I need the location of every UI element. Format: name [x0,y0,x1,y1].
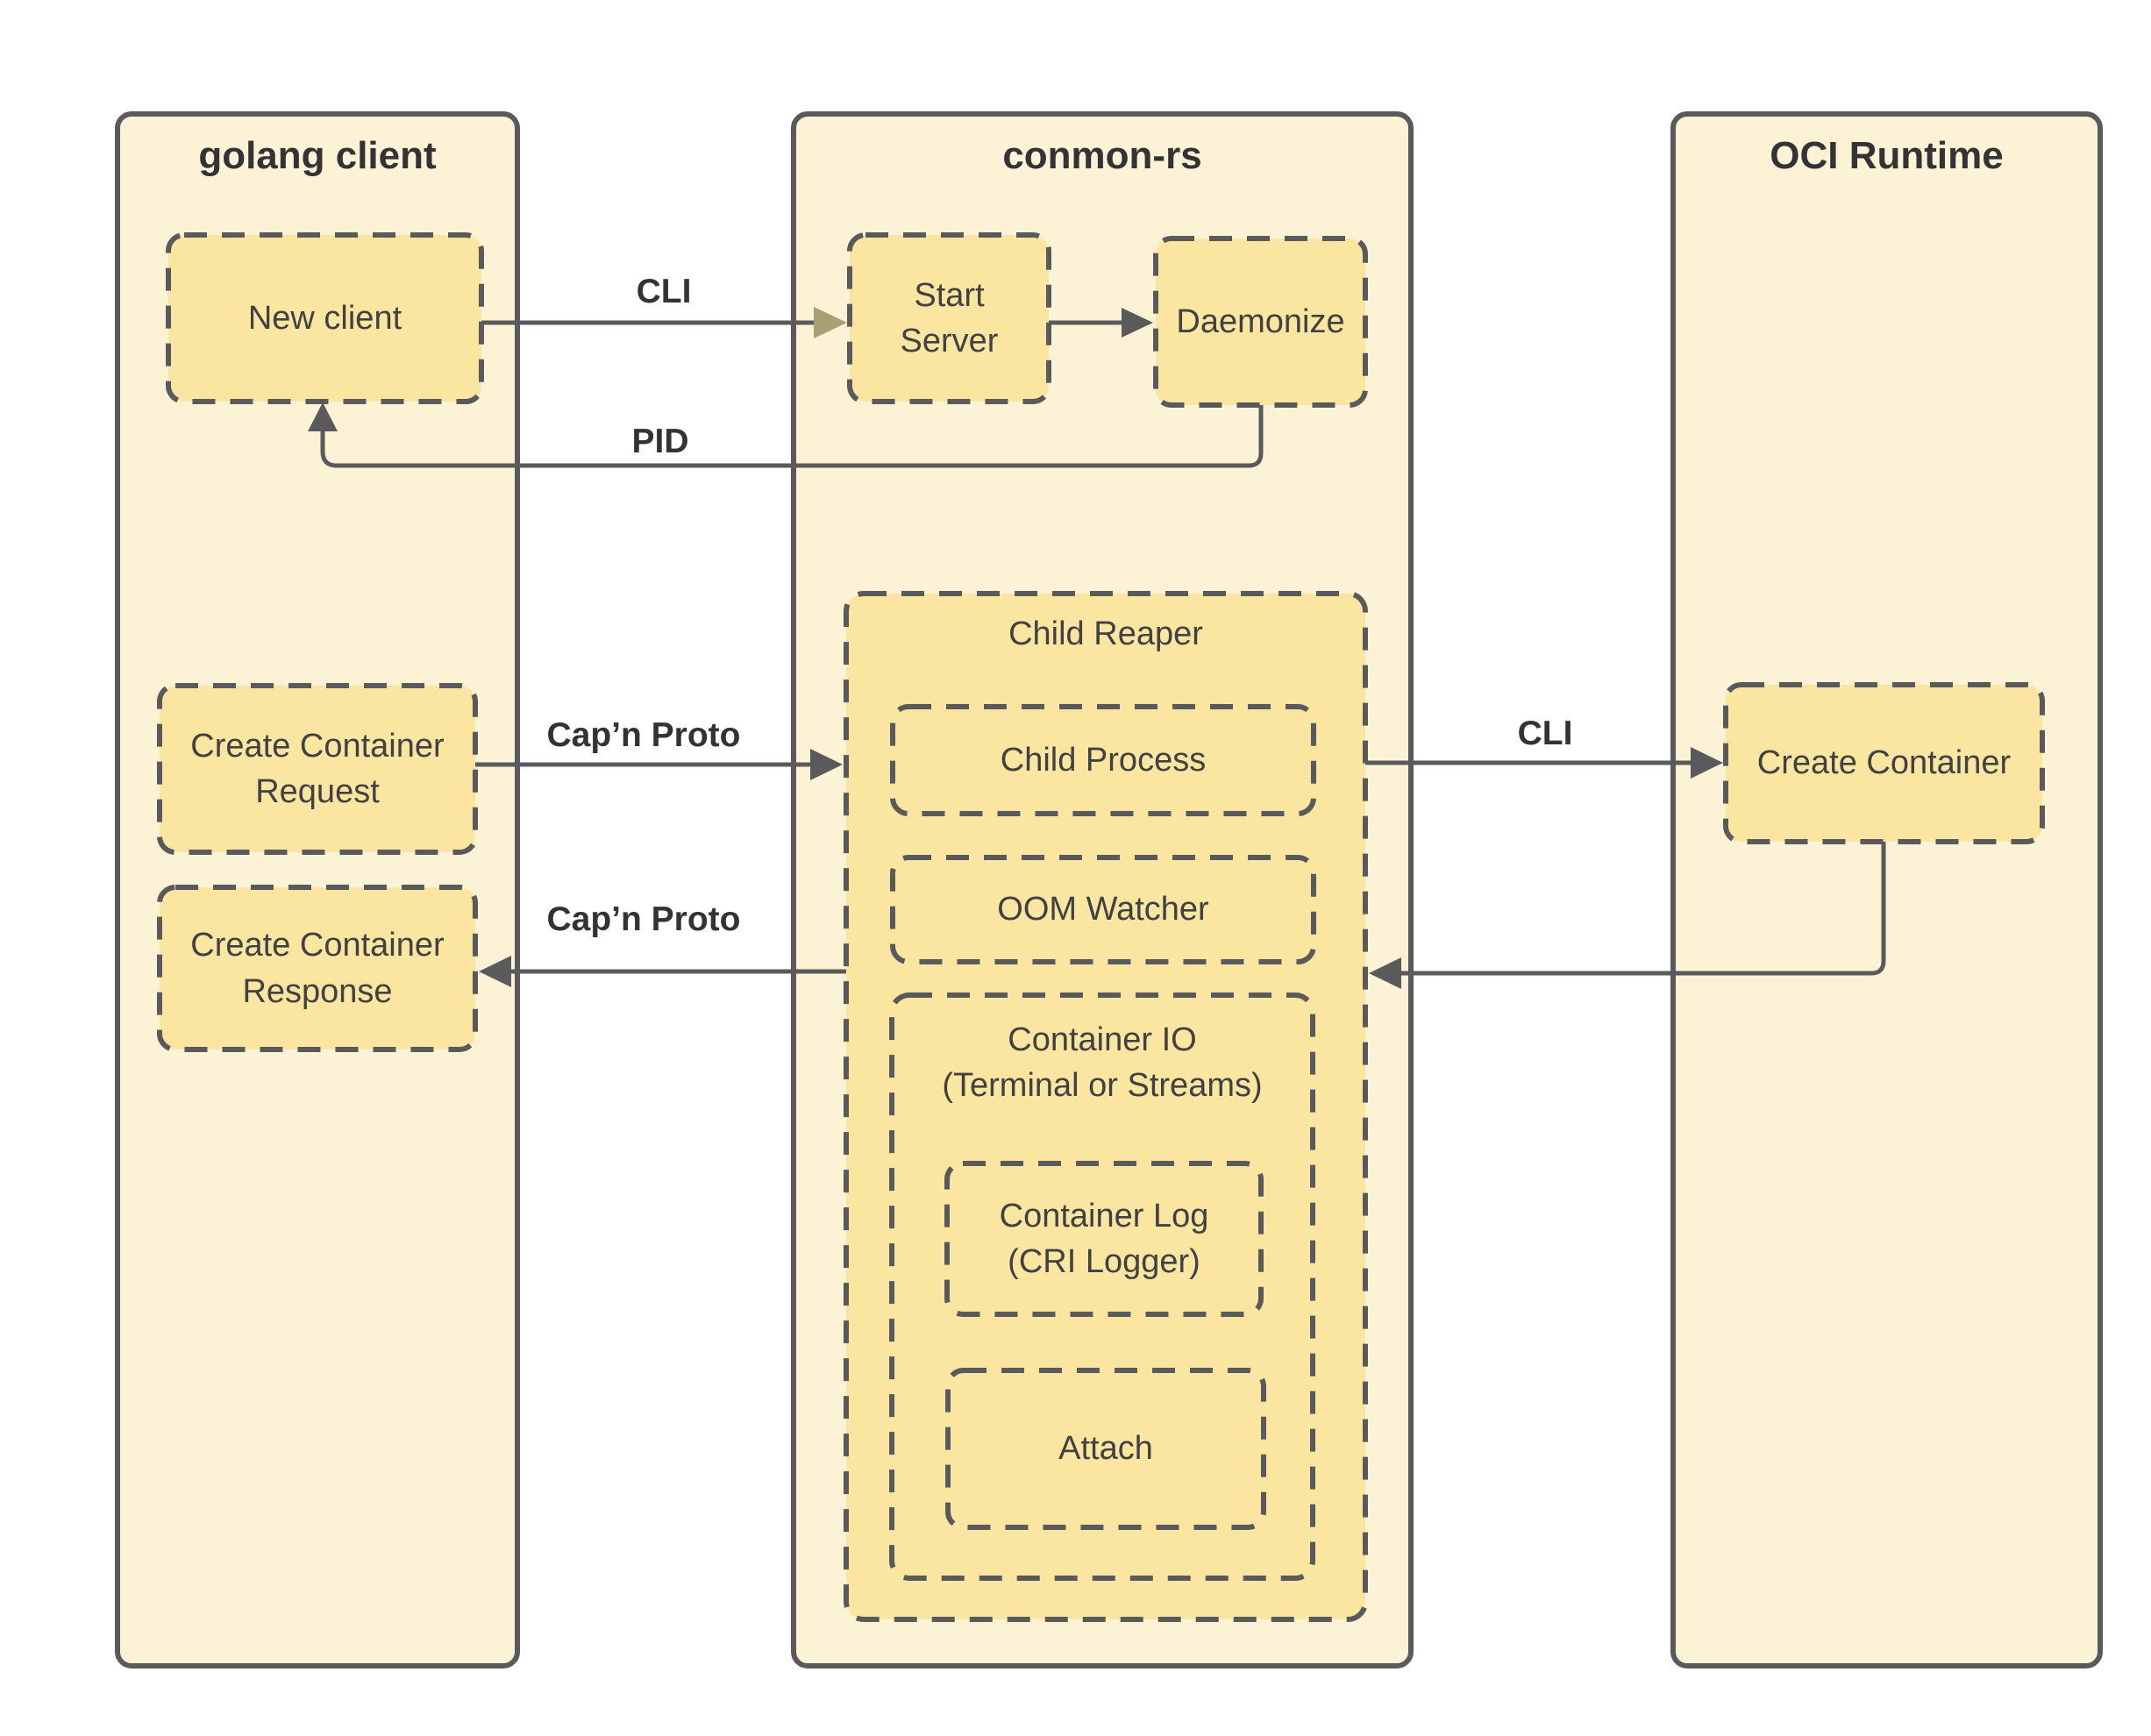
arrowhead-cli-newclient-to-startserver-icon [814,307,847,338]
start-server-box [847,232,1051,404]
daemonize-box [1153,236,1368,408]
arrowhead-startserver-to-daemonize-icon [1122,308,1153,338]
oom-watcher-box [890,855,1316,964]
arrowhead-createcontainer-to-childreaper-icon [1369,957,1401,989]
container-log-box [944,1161,1264,1317]
arrowhead-cli-childreaper-to-createcontainer-icon [1691,747,1723,779]
arrowhead-capnproto-childreaper-to-response-icon [479,956,511,987]
arrow-createcontainer-to-childreaper [1401,842,1886,976]
attach-box [945,1368,1266,1530]
create-container-request-box [157,683,478,855]
oci-runtime-column-box [1670,111,2103,1668]
arrowhead-capnproto-request-to-childreaper-icon [810,749,843,780]
child-process-box [890,704,1316,816]
new-client-box [166,232,484,404]
create-container-box [1723,682,2045,844]
arrow-pid-daemonize-to-newclient [320,405,1264,468]
create-container-response-box [157,885,478,1052]
arrowhead-pid-daemonize-to-newclient-icon [308,402,338,431]
